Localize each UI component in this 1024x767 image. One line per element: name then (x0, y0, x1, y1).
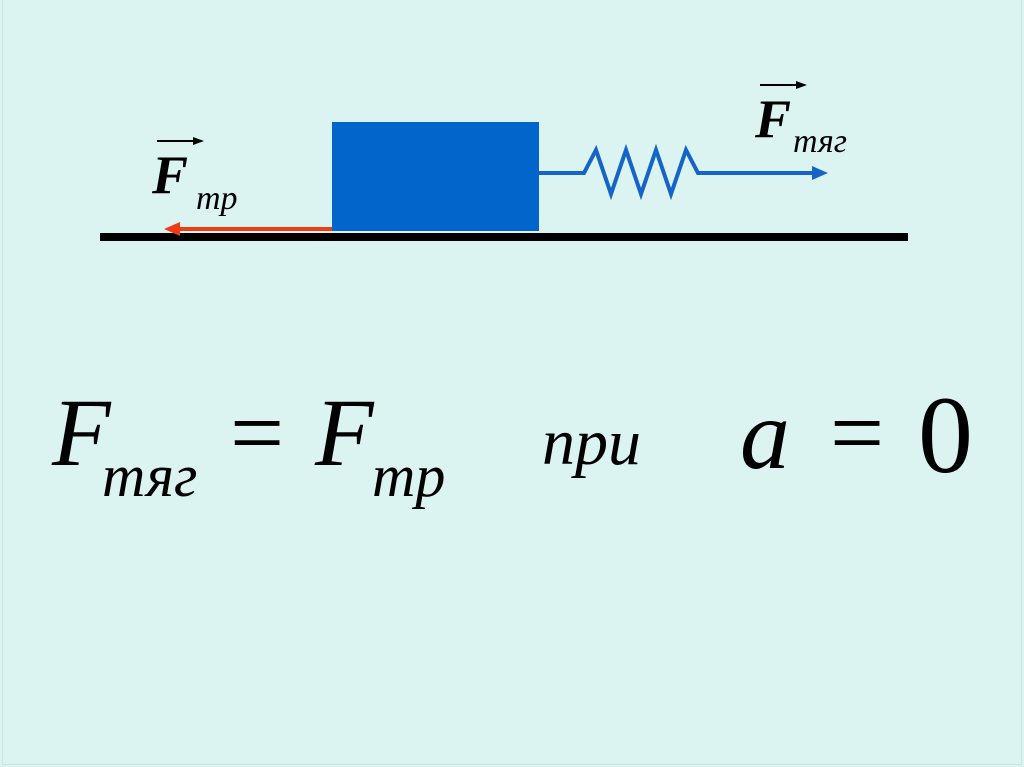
equation-lhs-symbol: F (52, 379, 111, 486)
vector-arrow-icon (760, 81, 807, 89)
surface-line (100, 233, 908, 241)
condition-value: 0 (918, 374, 973, 496)
spring (539, 143, 815, 201)
traction-force-symbol: F (755, 89, 792, 149)
equation-rhs-subscript: тр (372, 443, 446, 509)
friction-arrowhead-icon (164, 222, 180, 236)
equation-equals-sign: = (230, 379, 285, 486)
condition-variable: a (740, 379, 790, 490)
friction-force-subscript: тр (196, 180, 238, 217)
traction-arrowhead-icon (812, 166, 828, 180)
equation-rhs-symbol: F (315, 379, 374, 486)
block (332, 122, 539, 231)
vector-arrow-icon (157, 137, 204, 145)
condition-equals-sign: = (830, 379, 885, 486)
friction-force-symbol: F (152, 145, 189, 205)
condition-word: при (542, 406, 641, 479)
traction-force-subscript: тяг (793, 123, 848, 160)
equation-lhs-subscript: тяг (102, 443, 198, 509)
